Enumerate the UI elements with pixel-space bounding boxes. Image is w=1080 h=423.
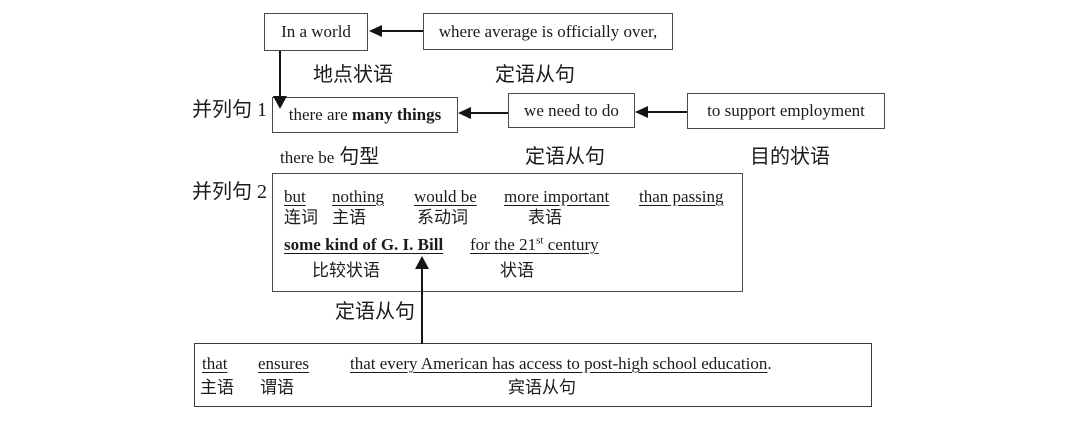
- box-we-need-text: we need to do: [524, 100, 619, 120]
- box-in-a-world-text: In a world: [281, 22, 351, 41]
- object-clause-text: that every American has access to post-h…: [350, 354, 768, 373]
- label-there-be-pattern: there be 句型: [280, 147, 379, 167]
- there-are-bold: many things: [351, 105, 442, 124]
- there-are-normal: there are: [288, 105, 352, 124]
- word-than-passing: than passing: [639, 187, 724, 206]
- label-there-be-en: there be: [280, 148, 335, 167]
- role-conjunction: 连词: [284, 208, 318, 227]
- label-there-be-zh: 句型: [339, 146, 380, 168]
- box-to-support-text: to support employment: [707, 101, 865, 120]
- box-there-are-many-things: there are many things: [272, 97, 458, 133]
- arrowhead-left-icon: [369, 25, 382, 37]
- role-predicative: 表语: [528, 208, 562, 227]
- word-would-be: would be: [414, 187, 477, 206]
- arrow-left-icon: [369, 25, 423, 37]
- side-label-coordinate-clause-2: 并列句 2: [192, 181, 267, 203]
- arrowhead-down-icon: [273, 96, 287, 109]
- label-place-adverbial: 地点状语: [313, 64, 393, 86]
- label-comparative-adverbial: 比较状语: [312, 261, 380, 280]
- label-adverbial: 状语: [500, 261, 534, 280]
- label-attributive-clause-3: 定语从句: [335, 301, 415, 323]
- role-subject: 主语: [332, 208, 366, 227]
- phrase-some-kind-of-gi-bill: some kind of G. I. Bill: [284, 235, 444, 254]
- box-in-a-world: In a world: [264, 13, 368, 51]
- word-that: that: [202, 354, 228, 373]
- box-where-average: where average is officially over,: [423, 13, 673, 50]
- role-subject-bottom: 主语: [200, 378, 234, 397]
- box-to-support-employment: to support employment: [687, 93, 885, 129]
- role-linking-verb: 系动词: [417, 208, 468, 227]
- phrase-21-sup: st: [536, 234, 544, 247]
- role-predicate-bottom: 谓语: [260, 378, 294, 397]
- label-attributive-clause-2: 定语从句: [525, 146, 605, 168]
- box-we-need-to-do: we need to do: [508, 93, 635, 128]
- arrowhead-left-icon: [458, 107, 471, 119]
- arrowhead-left-icon: [635, 106, 648, 118]
- box-where-average-text: where average is officially over,: [438, 21, 658, 41]
- object-clause-period: .: [767, 354, 772, 373]
- label-attributive-clause-1: 定语从句: [495, 64, 575, 86]
- box-coordinate-clause-2: [272, 173, 743, 292]
- arrowhead-up-icon: [415, 256, 429, 269]
- phrase-21-pre: for the 21: [470, 235, 537, 254]
- box-there-are-text: there are many things: [289, 105, 442, 125]
- label-purpose-adverbial: 目的状语: [750, 146, 830, 168]
- box-that-ensures-clause: [194, 343, 872, 407]
- role-object-clause: 宾语从句: [508, 378, 576, 397]
- word-but: but: [284, 187, 306, 206]
- word-nothing: nothing: [332, 187, 384, 206]
- phrase-21-post: century: [543, 235, 599, 254]
- arrow-down-icon: [273, 51, 287, 109]
- arrow-up-icon: [415, 256, 429, 344]
- word-more-important: more important: [504, 187, 610, 206]
- object-clause: that every American has access to post-h…: [350, 354, 772, 374]
- word-ensures: ensures: [258, 354, 309, 373]
- phrase-for-the-21st-century: for the 21st century: [470, 234, 599, 255]
- side-label-coordinate-clause-1: 并列句 1: [192, 99, 267, 121]
- arrow-left-icon: [635, 106, 687, 118]
- arrow-left-icon: [458, 107, 508, 119]
